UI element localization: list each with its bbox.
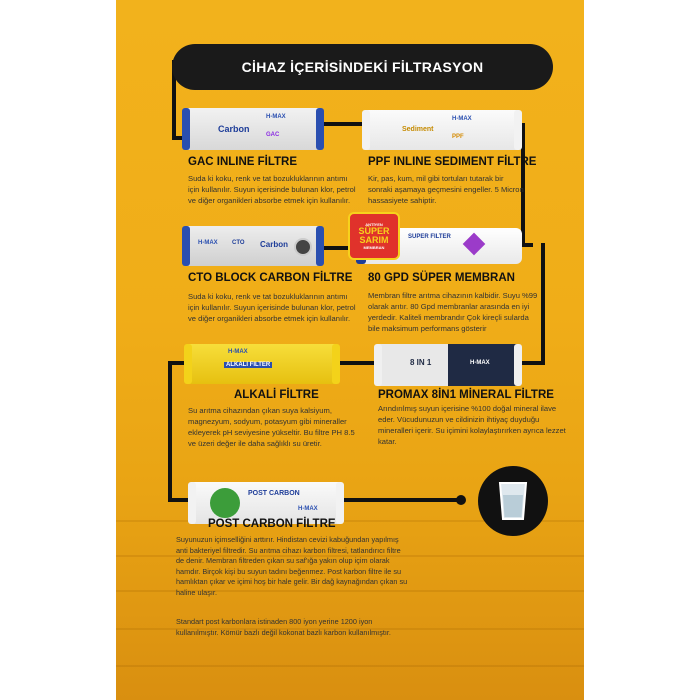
filter-label: Sediment bbox=[402, 126, 434, 133]
flow-end-dot bbox=[456, 495, 466, 505]
water-glass-icon bbox=[478, 466, 548, 536]
sticker-bottom-text: MEMBRAN bbox=[363, 245, 385, 250]
filter-badge: PPF bbox=[452, 134, 464, 140]
desc-post-carbon-2: Standart post karbonlara istinaden 800 i… bbox=[176, 617, 391, 637]
flow-line bbox=[341, 498, 459, 502]
filter-badge: CTO bbox=[232, 240, 245, 246]
flow-line bbox=[324, 122, 364, 126]
wave-line bbox=[116, 628, 584, 630]
filter-label: SUPER FILTER bbox=[408, 234, 451, 240]
filter-brand: H-MAX bbox=[266, 114, 286, 120]
ppf-filter-image: Sediment H-MAX PPF bbox=[362, 110, 522, 150]
desc-mineral: Arındırılmış suyun içerisine %100 doğal … bbox=[378, 404, 566, 446]
filter-label: Carbon bbox=[218, 124, 250, 134]
filter-cap bbox=[182, 226, 190, 266]
wave-line bbox=[116, 555, 584, 557]
flow-line bbox=[172, 136, 184, 140]
filter-cap bbox=[332, 344, 340, 384]
filter-cap bbox=[514, 110, 522, 150]
post-carbon-filter-image: POST CARBON H-MAX bbox=[188, 482, 344, 524]
desc-gac: Suda ki koku, renk ve tat bozukluklarını… bbox=[188, 174, 356, 205]
wave-line bbox=[116, 590, 584, 592]
desc-membrane: Membran filtre arıtma cihazının kalbidir… bbox=[368, 291, 538, 333]
filter-cap bbox=[184, 344, 192, 384]
heading-membrane: 80 GPD SÜPER MEMBRAN bbox=[368, 272, 515, 284]
mineral-filter-image: 8 IN 1 H-MAX bbox=[374, 344, 522, 386]
desc-post-carbon: Suyunuzun içimselliğini arttırır. Hindis… bbox=[176, 535, 408, 597]
flow-line bbox=[521, 123, 525, 245]
page-title: CİHAZ İÇERİSİNDEKİ FİLTRASYON bbox=[172, 44, 553, 90]
flow-line bbox=[168, 361, 184, 365]
flow-line bbox=[168, 361, 172, 501]
filter-cap bbox=[362, 110, 370, 150]
filter-label: Carbon bbox=[260, 240, 288, 249]
gac-filter-image: Carbon H-MAX GAC bbox=[182, 108, 324, 150]
heading-post-carbon: POST CARBON FİLTRE bbox=[208, 518, 336, 530]
sticker-main-text: SÜPER SARIM bbox=[358, 226, 390, 245]
heading-alkali: ALKALİ FİLTRE bbox=[234, 389, 319, 401]
desc-cto: Suda ki koku, renk ve tat bozukluklarını… bbox=[188, 292, 356, 323]
flow-line bbox=[340, 361, 376, 365]
diamond-icon bbox=[462, 232, 486, 256]
filter-brand: H-MAX bbox=[470, 360, 490, 366]
flow-line bbox=[521, 243, 533, 247]
filter-cap bbox=[336, 482, 344, 524]
coconut-icon bbox=[210, 488, 240, 518]
filter-cap bbox=[316, 108, 324, 150]
filter-label: POST CARBON bbox=[248, 490, 300, 497]
poster: CİHAZ İÇERİSİNDEKİ FİLTRASYON Carbon H-M… bbox=[116, 0, 584, 700]
filter-label: ALKALI FILTER bbox=[224, 362, 273, 368]
wave-line bbox=[116, 520, 584, 522]
desc-ppf: Kir, pas, kum, mil gibi tortuları tutara… bbox=[368, 174, 524, 205]
heading-mineral: PROMAX 8İN1 MİNERAL FİLTRE bbox=[378, 389, 554, 401]
filter-brand: H-MAX bbox=[298, 506, 318, 512]
flow-line bbox=[324, 246, 358, 250]
filter-label: 8 IN 1 bbox=[410, 358, 432, 367]
filter-cap bbox=[182, 108, 190, 150]
filter-badge: GAC bbox=[266, 132, 280, 138]
cto-filter-image: H-MAX CTO Carbon bbox=[182, 226, 324, 266]
seal-icon bbox=[294, 238, 312, 256]
flow-line bbox=[521, 361, 545, 365]
heading-ppf: PPF INLINE SEDIMENT FİLTRE bbox=[368, 156, 537, 168]
alkali-filter-image: H-MAX ALKALI FILTER bbox=[184, 344, 340, 384]
flow-line bbox=[541, 243, 545, 363]
heading-gac: GAC INLINE FİLTRE bbox=[188, 156, 298, 168]
filter-cap bbox=[374, 344, 382, 386]
sticker-top-text: ANTİYEN bbox=[365, 222, 383, 227]
wave-line bbox=[116, 665, 584, 667]
flow-line bbox=[172, 60, 176, 138]
heading-cto: CTO BLOCK CARBON FİLTRE bbox=[188, 272, 353, 284]
desc-alkali: Su arıtma cihazından çıkan suya kalsiyum… bbox=[188, 406, 355, 448]
super-sticker: ANTİYEN SÜPER SARIM MEMBRAN bbox=[348, 212, 400, 260]
filter-brand: H-MAX bbox=[198, 240, 218, 246]
filter-brand: H-MAX bbox=[452, 116, 472, 122]
filter-cap bbox=[188, 482, 196, 524]
filter-cap bbox=[316, 226, 324, 266]
flow-line bbox=[168, 498, 190, 502]
filter-brand: H-MAX bbox=[228, 349, 248, 355]
filter-cap bbox=[514, 344, 522, 386]
